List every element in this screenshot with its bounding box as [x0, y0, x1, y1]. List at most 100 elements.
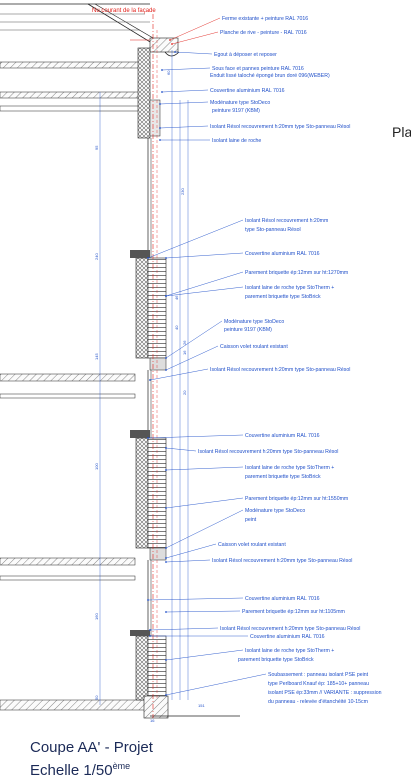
leader-dot — [165, 694, 167, 696]
annotation: Parement briquette ép:12mm sur ht:1105mm — [165, 609, 345, 615]
dimension-label: 26 — [182, 340, 187, 345]
leader-line — [165, 559, 211, 563]
annotation-text: Planche de rive - peinture - RAL 7016 — [220, 30, 307, 36]
annotation: Ferme existante + peinture RAL 7016 — [169, 16, 308, 41]
leader-dot — [165, 447, 167, 449]
section-title: Coupe AA' - Projet — [30, 739, 153, 756]
annotation: Caisson volet roulant existant — [165, 344, 288, 371]
leader-line — [165, 673, 267, 696]
annotation: Couvertine aluminium RAL 7016 — [147, 596, 320, 602]
leader-dot — [149, 635, 151, 637]
dimension-label: 160 — [94, 613, 99, 620]
annotation-text: Sous face et pannes peinture RAL 7016 — [212, 66, 304, 72]
leader-line — [165, 543, 217, 559]
annotation: peinture 9197 (KBM) — [224, 327, 272, 333]
nu-courant-line: Nu courant de la façade — [92, 8, 158, 718]
annotation-text: Isolant Résol recouvrement h:20mm type S… — [210, 124, 350, 130]
leader-dot — [147, 599, 149, 601]
annotation-text: Isolant Résol recouvrement h:20mm type S… — [220, 626, 360, 632]
plan-label: Pla — [392, 124, 411, 140]
leader-line — [171, 31, 219, 45]
annotation-text: Isolant Résol recouvrement h:20mm type S… — [210, 367, 350, 373]
leader-dot — [165, 611, 167, 613]
annotation: Soubassement : panneau isolant PSE peint — [165, 672, 369, 696]
dimension-label: 46 — [174, 295, 179, 300]
annotation: Sous face et pannes peinture RAL 7016 — [161, 66, 304, 72]
annotation: parement briquette type StoBrick — [245, 474, 321, 480]
annotation: Isolant Résol recouvrement h:20mm type S… — [149, 626, 360, 632]
annotation: Couvertine aluminium RAL 7016 — [165, 251, 320, 259]
leader-dot — [165, 561, 167, 563]
leader-line — [165, 497, 244, 509]
annotation-text: type Sto-panneau Résol — [245, 227, 301, 233]
leader-line — [165, 286, 244, 297]
annotation-text: Enduit lissé taloché épongé brun doré 09… — [210, 73, 330, 79]
leader-dot — [159, 139, 161, 141]
dimension-label: 145 — [94, 353, 99, 360]
leader-line — [165, 447, 197, 452]
leader-dot — [174, 51, 176, 53]
leader-line — [165, 610, 241, 613]
annotation: Enduit lissé taloché épongé brun doré 09… — [210, 73, 330, 79]
dimension-label: 40 — [174, 325, 179, 330]
annotation: parement briquette type StoBrick — [245, 294, 321, 300]
annotation-text: Isolant laine de roche type StoTherm + — [245, 285, 334, 291]
annotation-text: type Perlboard Knauf ép: 185+10+ panneau — [268, 681, 369, 687]
leader-dot — [165, 257, 167, 259]
annotation: Isolant Résol recouvrement h:20mm type S… — [165, 447, 338, 455]
annotation: Isolant laine de roche type StoTherm + — [165, 465, 334, 471]
leader-line — [147, 219, 244, 259]
annotation: parement briquette type StoBrick — [238, 657, 314, 663]
leader-dot — [149, 379, 151, 381]
annotation-text: Modénature type StoDeco — [245, 508, 305, 514]
drawing-title: Coupe AA' - Projet Echelle 1/50ème — [30, 738, 153, 780]
leader-dot — [147, 437, 149, 439]
dimension-label: 230 — [180, 188, 185, 195]
dimension-label: 240 — [94, 253, 99, 260]
leader-line — [165, 271, 244, 297]
annotation-text: isolant PSE ép:33mm // VARIANTE : suppre… — [268, 690, 382, 696]
dimension-label: 95 — [94, 145, 99, 150]
dimension-label: 151 — [198, 703, 205, 708]
annotation-text: peinture 9197 (KBM) — [224, 327, 272, 333]
annotation-text: Isolant Résol recouvrement h:20mm type S… — [198, 449, 338, 455]
annotation: peinture 9197 (KBM) — [212, 108, 260, 114]
annotation: type Sto-panneau Résol — [245, 227, 301, 233]
dimension-label: 100 — [94, 463, 99, 470]
leader-dot — [165, 659, 167, 661]
annotation: Caisson volet roulant existant — [165, 542, 286, 559]
annotation-text: parement briquette type StoBrick — [245, 294, 321, 300]
annotation: Modénature type StoDeco — [165, 508, 305, 549]
leader-line — [149, 627, 219, 631]
leader-line — [165, 649, 244, 661]
annotation: Couvertine aluminium RAL 7016 — [161, 88, 285, 94]
annotation-text: Isolant laine de roche type StoTherm + — [245, 648, 334, 654]
leader-dot — [165, 507, 167, 509]
annotation: isolant PSE ép:33mm // VARIANTE : suppre… — [268, 690, 382, 696]
dimension-label: 16 — [182, 350, 187, 355]
annotation: Planche de rive - peinture - RAL 7016 — [171, 30, 307, 45]
annotation: Isolant laine de roche — [159, 138, 261, 144]
annotation-text: Parement briquette ép:12mm sur ht:1550mm — [245, 496, 348, 502]
leader-line — [161, 89, 209, 93]
leader-dot — [165, 547, 167, 549]
annotation-text: Parement briquette ép:12mm sur ht:1105mm — [242, 609, 345, 615]
leader-line — [149, 368, 209, 381]
annotation-text: Modénature type StoDeco — [224, 319, 284, 325]
dimension-label: 20 — [182, 390, 187, 395]
annotation-text: Modénature type StoDeco — [210, 100, 270, 106]
dimension-label: 60 — [166, 70, 171, 75]
annotation-text: peinture 9197 (KBM) — [212, 108, 260, 114]
annotation-text: Couvertine aluminium RAL 7016 — [245, 433, 320, 439]
annotation: peint — [245, 517, 257, 523]
annotation-text: Isolant Résol recouvrement h:20mm type S… — [212, 558, 352, 564]
annotation: Isolant laine de roche type StoTherm + — [165, 648, 334, 661]
leader-line — [174, 51, 213, 55]
annotation: Isolant Résol recouvrement h:20mm type S… — [149, 367, 350, 381]
leader-dot — [161, 69, 163, 71]
leader-dot — [159, 127, 161, 129]
leader-line — [147, 597, 244, 601]
leader-dot — [165, 369, 167, 371]
annotation-text: Caisson volet roulant existant — [218, 542, 286, 548]
leader-line — [165, 466, 244, 471]
